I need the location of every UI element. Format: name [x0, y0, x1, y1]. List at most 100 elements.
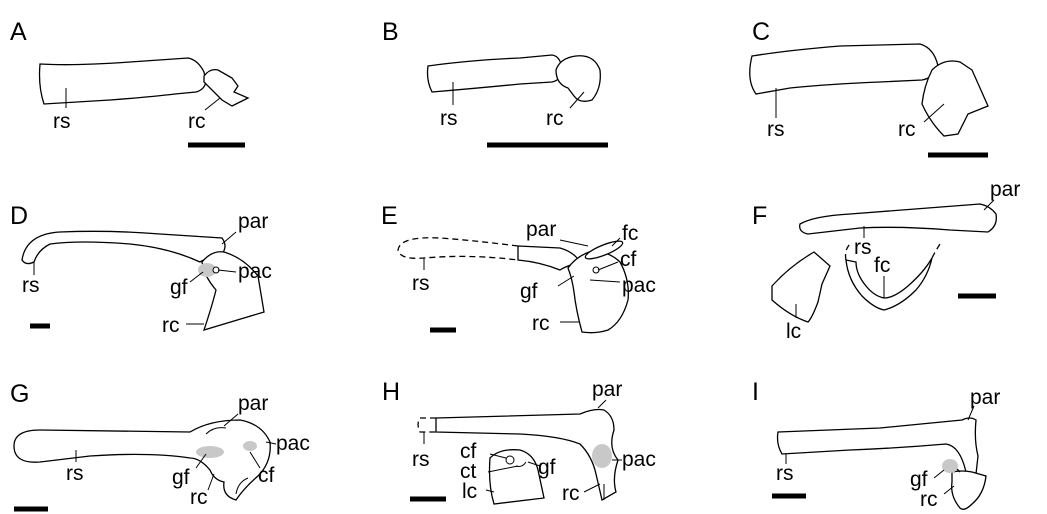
panel-f: F par rs fc lc: [752, 178, 1020, 343]
leader-rc: [943, 485, 955, 495]
radial-carpal: [951, 470, 987, 510]
fossa-carpal-dashed-right: [931, 243, 941, 259]
leader-par: [983, 199, 995, 211]
label-rs: rs: [66, 462, 84, 485]
label-rs: rs: [767, 118, 785, 141]
leader-rc: [207, 473, 215, 491]
label-par: par: [990, 178, 1020, 201]
fossa-carpal: [845, 257, 933, 311]
label-rc: rc: [920, 488, 938, 511]
radius-shaft-reconstructed: [417, 417, 436, 433]
par-edge: [205, 427, 227, 435]
fossa-carpal: [584, 240, 624, 260]
label-rs: rs: [412, 448, 430, 471]
label-lc: lc: [462, 480, 477, 503]
label-fc: fc: [874, 254, 890, 277]
leader-pac: [265, 441, 277, 445]
label-cf: cf: [620, 248, 637, 271]
panel-h: H par rs cf ct gf lc pac rc: [382, 378, 656, 505]
lateral-carpal: [488, 449, 545, 505]
label-rs: rs: [22, 274, 40, 297]
label-rs: rs: [776, 462, 794, 485]
radius-shaft: [749, 43, 939, 95]
label-cf: cf: [460, 440, 477, 463]
label-pac: pac: [622, 448, 656, 471]
leader-cf: [489, 453, 507, 459]
label-rc: rc: [162, 314, 180, 337]
leader-par: [597, 399, 607, 409]
glenoid-facet: [592, 444, 612, 468]
glenoid-facet: [198, 263, 216, 277]
leader-par: [559, 239, 589, 247]
panel-b: B rs rc: [382, 18, 608, 148]
panel-label-a: A: [10, 18, 27, 46]
label-gf: gf: [910, 468, 928, 491]
label-rc: rc: [532, 312, 550, 335]
panel-label-g: G: [10, 380, 29, 408]
label-rc: rc: [898, 118, 916, 141]
leader-fc: [611, 237, 621, 247]
radius-shaft: [21, 230, 226, 265]
radius-shaft: [799, 203, 997, 235]
label-fc: fc: [622, 222, 638, 245]
label-gf: gf: [172, 466, 190, 489]
radial-carpal-edge: [235, 477, 249, 495]
radial-carpal: [203, 68, 250, 107]
glenoid-facet: [196, 446, 224, 458]
leader-par: [967, 405, 975, 421]
label-par: par: [238, 392, 268, 415]
panel-label-d: D: [10, 202, 28, 230]
radius-shaft: [38, 57, 207, 105]
leader-gf: [557, 275, 575, 287]
carpal-foramen: [505, 455, 515, 465]
panel-i: I par rs gf rc: [752, 378, 1000, 511]
label-ct: ct: [460, 460, 477, 483]
leader-pac: [217, 269, 237, 273]
leader-rc: [583, 483, 601, 493]
leader-cf: [249, 451, 261, 469]
label-rc: rc: [190, 486, 208, 509]
radius-shaft-reconstructed: [397, 237, 519, 261]
panel-label-c: C: [752, 18, 770, 46]
leader-ct: [487, 465, 519, 473]
panel-c: C rs rc: [749, 18, 989, 158]
leader-gf: [527, 461, 541, 467]
panel-label-i: I: [752, 378, 759, 406]
label-rc: rc: [546, 107, 564, 130]
label-rs: rs: [53, 110, 71, 133]
label-rs: rs: [854, 236, 872, 259]
leader-gf: [933, 469, 945, 479]
leader-cf: [597, 261, 619, 271]
radius-shaft: [435, 408, 619, 501]
label-lc: lc: [786, 320, 801, 343]
fossa-carpal-dashed-left: [844, 243, 851, 261]
radial-carpal: [921, 60, 989, 137]
label-pac: pac: [238, 260, 272, 283]
radius-shaft: [13, 419, 271, 501]
leader-gf: [189, 271, 204, 283]
label-rc: rc: [188, 110, 206, 133]
leader-lc: [485, 489, 495, 493]
panel-g: G par pac rs gf rc cf: [10, 380, 310, 512]
label-gf: gf: [170, 276, 188, 299]
panel-label-e: E: [381, 202, 398, 230]
leader-rc: [923, 103, 945, 123]
label-cf: cf: [258, 464, 275, 487]
glenoid-facet: [942, 459, 958, 473]
panel-e: E par fc cf rs gf pac rc: [381, 202, 656, 335]
lateral-carpal: [771, 251, 831, 323]
panel-label-f: F: [752, 202, 767, 230]
label-gf: gf: [520, 280, 538, 303]
leader-gf: [195, 453, 207, 469]
radial-carpal: [555, 55, 601, 102]
leader-rc: [204, 97, 221, 111]
radius-shaft: [517, 245, 581, 271]
leader-rc: [569, 91, 585, 109]
label-pac: pac: [622, 274, 656, 297]
leader-par: [223, 413, 239, 427]
panel-a: A rs rc: [10, 18, 250, 148]
label-rc: rc: [562, 482, 580, 505]
label-pac: pac: [276, 432, 310, 455]
label-par: par: [592, 378, 622, 401]
